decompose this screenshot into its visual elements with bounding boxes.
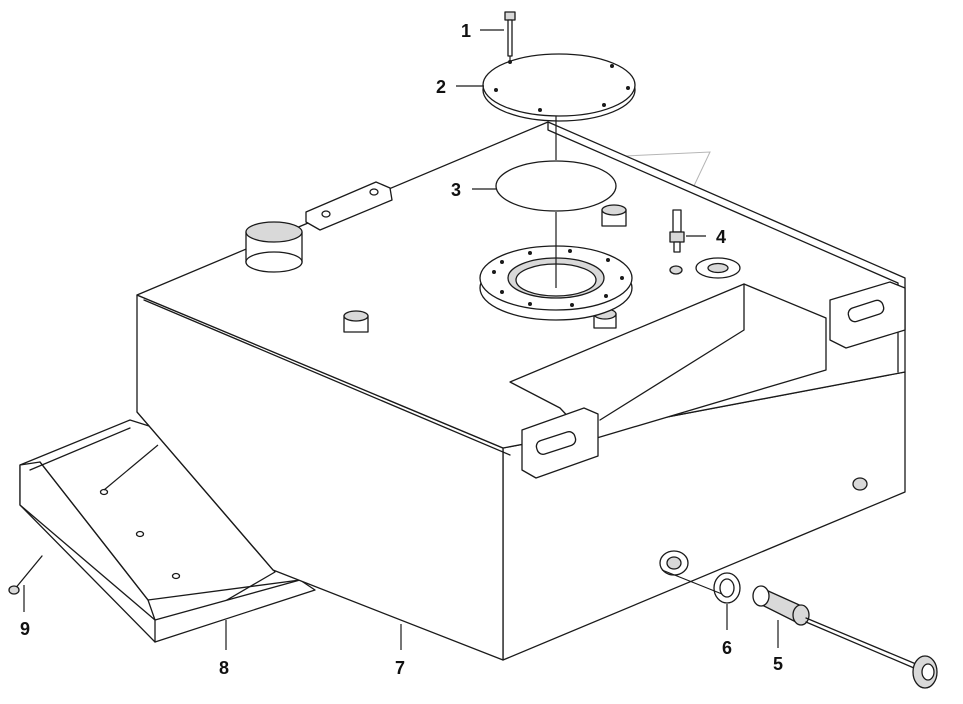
tray-hole <box>135 530 145 538</box>
callout-8: 8 <box>219 658 229 678</box>
tray-hole <box>171 572 181 580</box>
callout-numbers: 1 2 3 4 5 6 7 8 9 <box>20 21 783 678</box>
part-4-vent-fitting <box>669 209 685 253</box>
callout-3: 3 <box>451 180 461 200</box>
part-9-screw <box>8 555 43 595</box>
part-3-gasket <box>495 160 617 212</box>
callout-1: 1 <box>461 21 471 41</box>
callout-7: 7 <box>395 658 405 678</box>
part-1-bolt <box>504 11 516 62</box>
part-6-seal-ring <box>713 572 741 604</box>
callout-6: 6 <box>722 638 732 658</box>
leader-lines <box>23 29 779 650</box>
part-2-cover-plate <box>482 53 636 122</box>
mounting-tray <box>19 419 316 643</box>
part-5-level-sender <box>752 585 938 689</box>
callout-5: 5 <box>773 654 783 674</box>
callout-2: 2 <box>436 77 446 97</box>
filler-cap <box>245 221 303 243</box>
callout-9: 9 <box>20 619 30 639</box>
callout-4: 4 <box>716 227 726 247</box>
